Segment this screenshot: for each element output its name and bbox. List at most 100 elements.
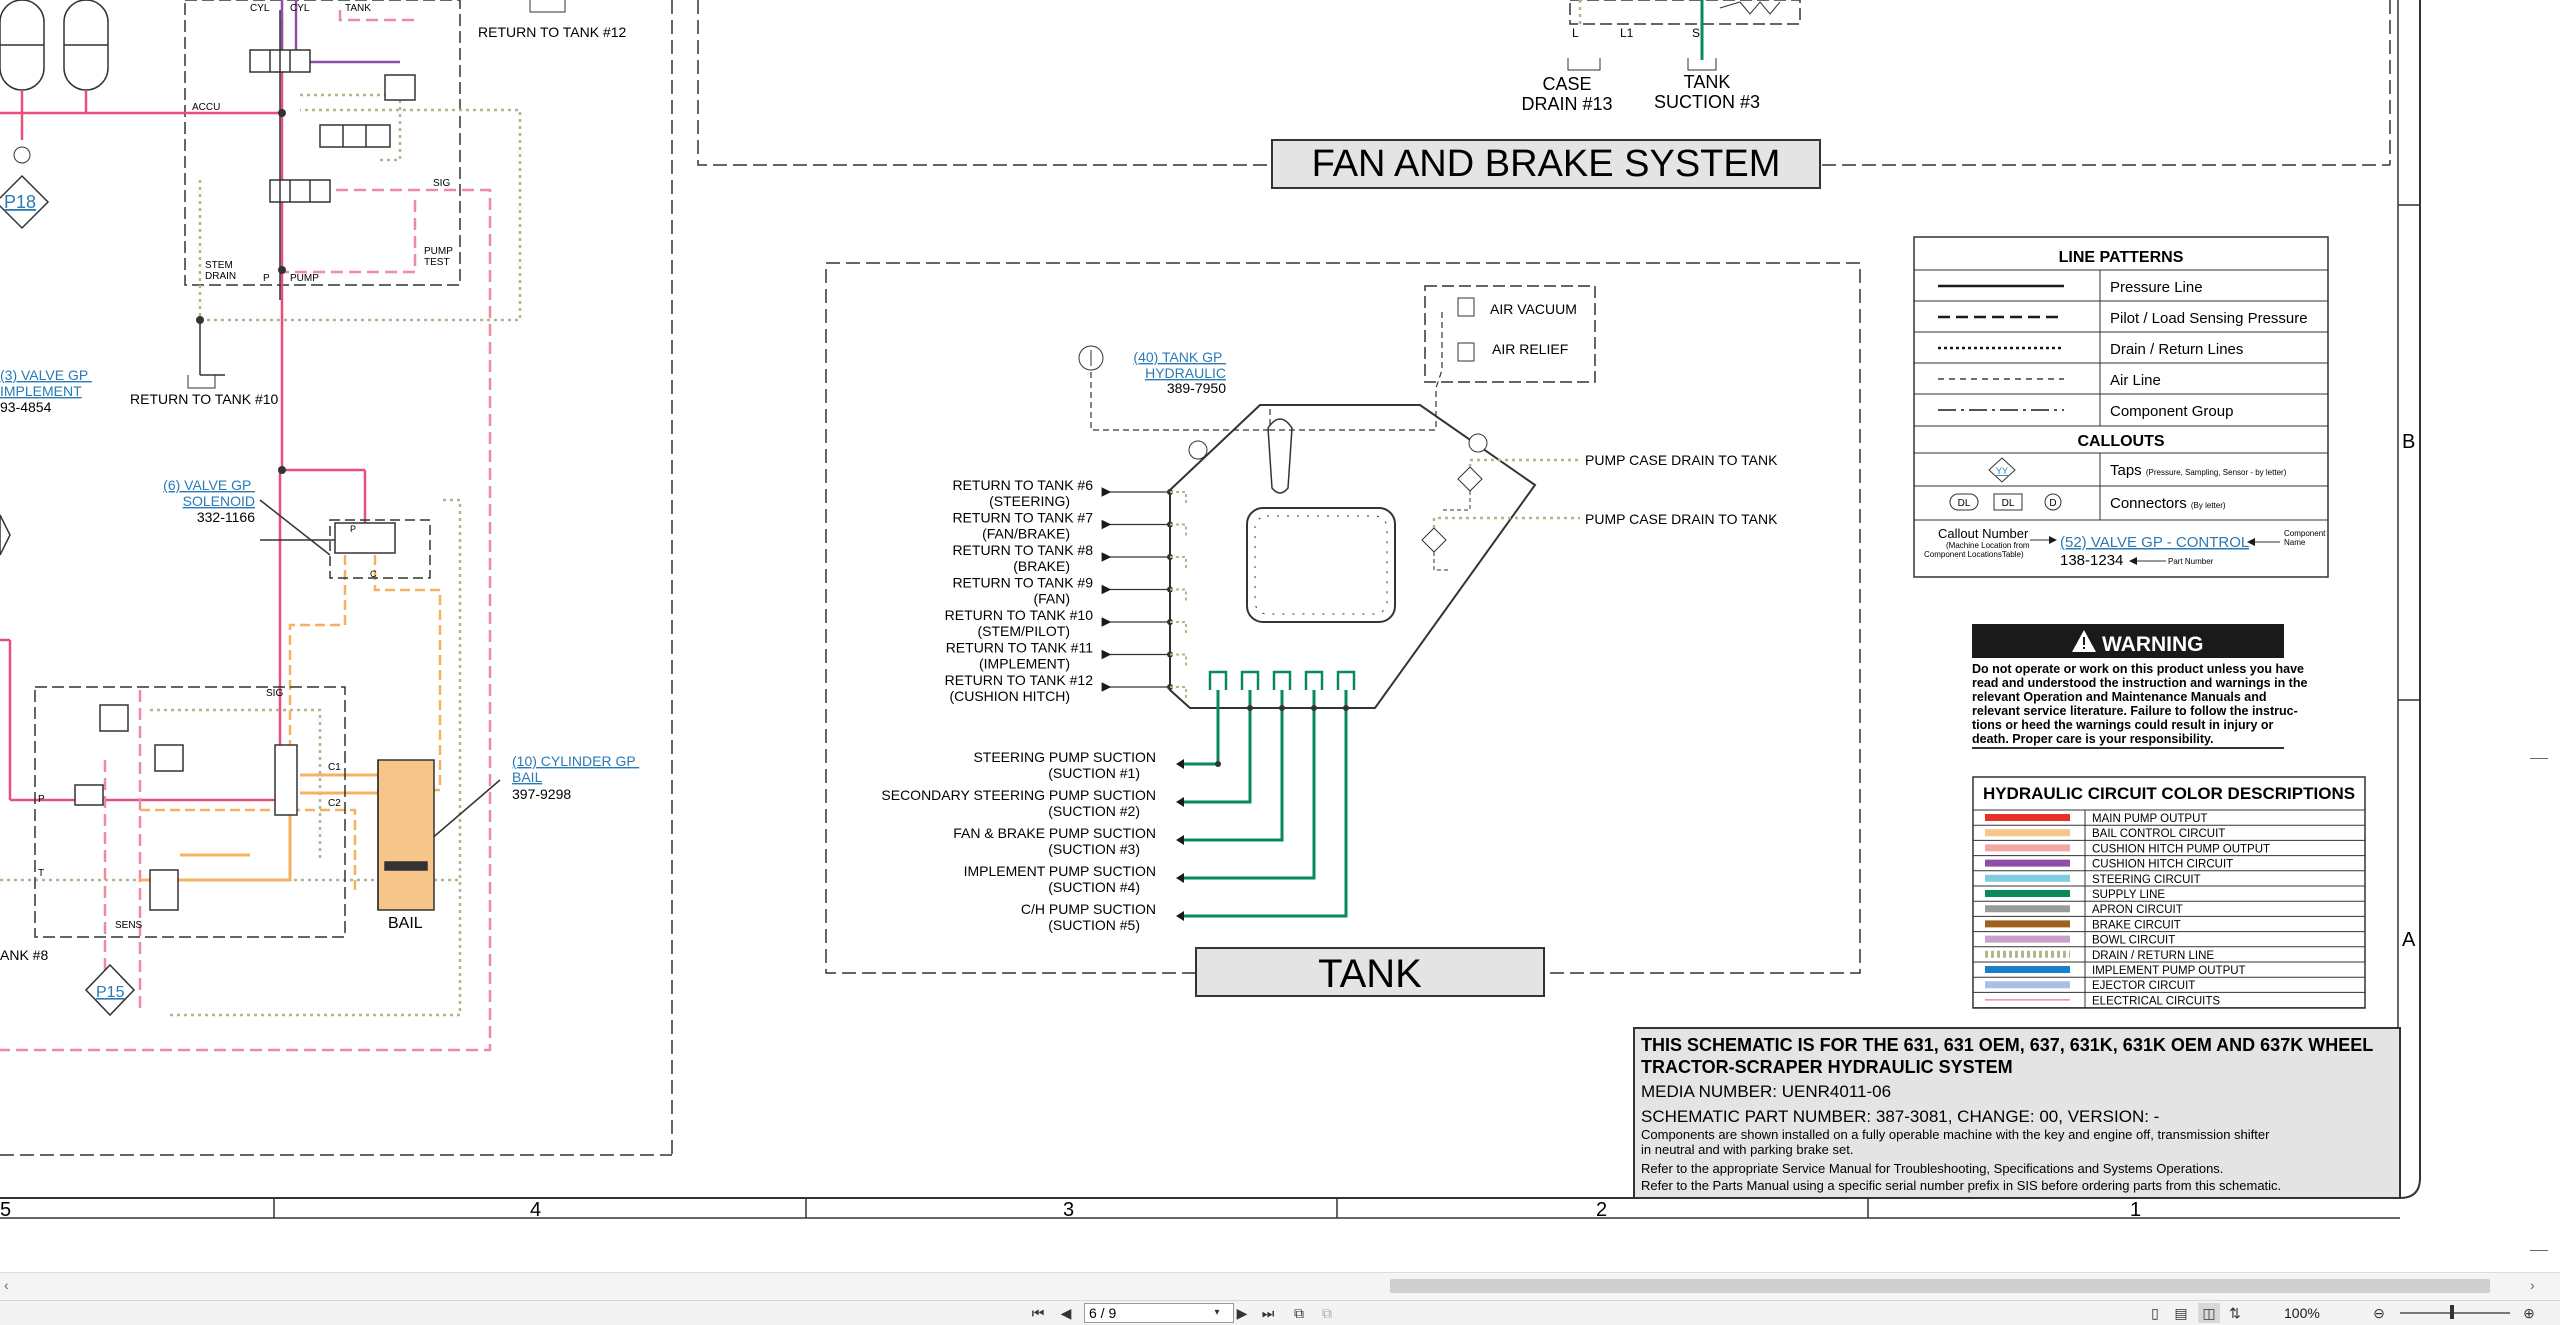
valve-implement-link[interactable]: (3) VALVE GP IMPLEMENT xyxy=(0,367,92,399)
valve-solenoid-link[interactable]: (6) VALVE GP SOLENOID xyxy=(163,477,255,509)
valve-implement-part: 93-4854 xyxy=(0,399,52,415)
color-label: IMPLEMENT PUMP OUTPUT xyxy=(2092,965,2246,977)
connector-d: D xyxy=(2049,498,2056,509)
suction-label: STEERING PUMP SUCTION(SUCTION #1) xyxy=(973,749,1156,781)
port-cyl-2: CYL xyxy=(290,3,310,14)
color-label: BAIL CONTROL CIRCUIT xyxy=(2092,828,2225,840)
callout-note-2: Component LocationsTable) xyxy=(1924,550,2024,559)
page-number-field[interactable] xyxy=(1084,1303,1234,1323)
warning-box: WARNING Do not operate or work on this p… xyxy=(1972,624,2307,749)
callouts-title: CALLOUTS xyxy=(2077,433,2164,450)
page-dropdown-icon[interactable]: ▾ xyxy=(1214,1307,1220,1318)
continuous-view-icon[interactable]: ▤ xyxy=(2174,1305,2188,1321)
port-l1: L1 xyxy=(1620,26,1634,40)
title-line-1: THIS SCHEMATIC IS FOR THE 631, 631 OEM, … xyxy=(1641,1035,2373,1055)
suction-line-group: STEERING PUMP SUCTION(SUCTION #1)SECONDA… xyxy=(881,670,1356,933)
port-sig: SIG xyxy=(433,178,450,189)
zoom-in-icon[interactable]: ⊕ xyxy=(2523,1305,2535,1321)
vertical-scroll-track[interactable] xyxy=(2524,0,2560,1260)
tap-p18[interactable]: P18 xyxy=(0,174,50,230)
zoom-slider[interactable] xyxy=(2400,1312,2510,1314)
return-to-tank-label: RETURN TO TANK #6(STEERING) xyxy=(952,477,1093,509)
pattern-pilot: Pilot / Load Sensing Pressure xyxy=(2110,310,2308,327)
tank-title-box xyxy=(1195,947,1545,997)
color-label: CUSHION HITCH CIRCUIT xyxy=(2092,859,2233,871)
schematic-part-number: SCHEMATIC PART NUMBER: 387-3081, CHANGE:… xyxy=(1641,1107,2159,1126)
suction-arrow xyxy=(1176,873,1184,883)
title-block: THIS SCHEMATIC IS FOR THE 631, 631 OEM, … xyxy=(1633,1027,2401,1199)
return-to-tank-label: RETURN TO TANK #12(CUSHION HITCH) xyxy=(945,672,1094,704)
zoom-slider-handle[interactable] xyxy=(2450,1305,2454,1319)
last-page-icon[interactable]: ⏭ xyxy=(1261,1305,1275,1321)
tap-p15[interactable]: P15 xyxy=(84,963,136,1017)
tap-p15-label[interactable]: P15 xyxy=(96,984,125,1001)
pattern-drain: Drain / Return Lines xyxy=(2110,341,2243,358)
first-page-icon[interactable]: ⏮ xyxy=(1031,1305,1045,1321)
return-to-tank-label: RETURN TO TANK #10(STEM/PILOT) xyxy=(945,607,1094,639)
part-number-label: Part Number xyxy=(2168,557,2214,566)
tank-section: TANK AIR VACUUM AIR RELIEF (40) TANK GP … xyxy=(825,262,1861,997)
example-valve-link[interactable]: (52) VALVE GP - CONTROL xyxy=(2060,534,2249,551)
document-viewport[interactable]: 5 4 3 2 1 B A xyxy=(0,0,2560,1260)
horizontal-scroll-thumb[interactable] xyxy=(1390,1279,2490,1293)
suction-label: C/H PUMP SUCTION(SUCTION #5) xyxy=(1021,901,1156,933)
horizontal-scrollbar[interactable]: ‹ › xyxy=(0,1272,2560,1301)
scroll-right-icon[interactable]: › xyxy=(2530,1277,2535,1293)
suction-label: IMPLEMENT PUMP SUCTION(SUCTION #4) xyxy=(964,863,1156,895)
pattern-pressure: Pressure Line xyxy=(2110,279,2203,296)
zoom-level: 100% xyxy=(2284,1305,2320,1321)
title-line-2: TRACTOR-SCRAPER HYDRAULIC SYSTEM xyxy=(1641,1057,2013,1077)
warning-title: WARNING xyxy=(2102,633,2204,656)
warning-line: relevant service literature. Failure to … xyxy=(1972,704,2298,718)
zoom-out-icon[interactable]: ⊖ xyxy=(2373,1305,2385,1321)
color-label: BRAKE CIRCUIT xyxy=(2092,919,2181,931)
fan-brake-title-box xyxy=(1271,139,1821,189)
tap-p18-label[interactable]: P18 xyxy=(4,192,36,212)
previous-page-icon[interactable]: ◀ xyxy=(1060,1305,1072,1321)
fan-brake-title: FAN AND BRAKE SYSTEM xyxy=(1312,143,1781,185)
callout-number-label: Callout Number xyxy=(1938,526,2029,541)
return-tank-8-partial: ANK #8 xyxy=(0,947,48,963)
two-page-view-icon[interactable]: ◫ xyxy=(2198,1303,2220,1323)
suction-arrow xyxy=(1176,759,1184,769)
bail-cylinder xyxy=(377,759,435,911)
next-page-icon[interactable]: ▶ xyxy=(1236,1305,1248,1321)
solenoid-port-p: P xyxy=(350,524,356,534)
color-label: DRAIN / RETURN LINE xyxy=(2092,950,2214,962)
taps-label: Taps (Pressure, Sampling, Sensor - by le… xyxy=(2110,462,2287,479)
suction-arrow xyxy=(1176,835,1184,845)
color-description-table: HYDRAULIC CIRCUIT COLOR DESCRIPTIONS MAI… xyxy=(1972,776,2366,1009)
grid-column-3: 3 xyxy=(1063,1199,1074,1221)
color-label: BOWL CIRCUIT xyxy=(2092,935,2175,947)
port-pump: PUMP xyxy=(290,273,319,284)
port-l: L xyxy=(1572,26,1579,40)
tank-gp-link[interactable]: (40) TANK GP HYDRAULIC xyxy=(1133,349,1226,381)
cylinder-bail-link[interactable]: (10) CYLINDER GP BAIL xyxy=(512,753,639,785)
return-to-tank-label: RETURN TO TANK #11(IMPLEMENT) xyxy=(946,640,1094,672)
scroll-left-icon[interactable]: ‹ xyxy=(4,1277,9,1293)
color-label: EJECTOR CIRCUIT xyxy=(2092,980,2195,992)
return-to-tank-label: RETURN TO TANK #9(FAN) xyxy=(952,575,1093,607)
bail-port-sens: SENS xyxy=(115,920,143,931)
warning-line: relevant Operation and Maintenance Manua… xyxy=(1972,690,2267,704)
warning-line: tions or heed the warnings could result … xyxy=(1972,718,2274,732)
copy-page-icon[interactable]: ⧉ xyxy=(1294,1305,1304,1321)
page-edge-mark-2 xyxy=(2530,1250,2548,1251)
warning-line: Do not operate or work on this product u… xyxy=(1972,662,2304,676)
duplicate-page-icon[interactable]: ⧉ xyxy=(1322,1305,1332,1321)
bail-port-p: P xyxy=(38,794,45,805)
valve-solenoid-part: 332-1166 xyxy=(197,509,255,525)
tap-symbol-example: YY xyxy=(1996,466,2008,476)
color-label: SUPPLY LINE xyxy=(2092,889,2165,901)
single-page-view-icon[interactable]: ▯ xyxy=(2151,1305,2159,1321)
air-vacuum-label: AIR VACUUM xyxy=(1490,301,1577,317)
fit-page-icon[interactable]: ⇅ xyxy=(2229,1305,2241,1321)
color-label: MAIN PUMP OUTPUT xyxy=(2092,813,2207,825)
left-panel: P18 P15 RETURN TO TANK #12 RETURN TO TAN… xyxy=(0,0,673,1156)
suction-line xyxy=(1180,690,1252,804)
example-part-number: 138-1234 xyxy=(2060,552,2123,569)
pattern-component-group: Component Group xyxy=(2110,403,2233,420)
return-to-tank-label: RETURN TO TANK #8(BRAKE) xyxy=(952,542,1093,574)
cylinder-bail-part: 397-9298 xyxy=(512,786,571,802)
suction-line xyxy=(1180,690,1284,842)
